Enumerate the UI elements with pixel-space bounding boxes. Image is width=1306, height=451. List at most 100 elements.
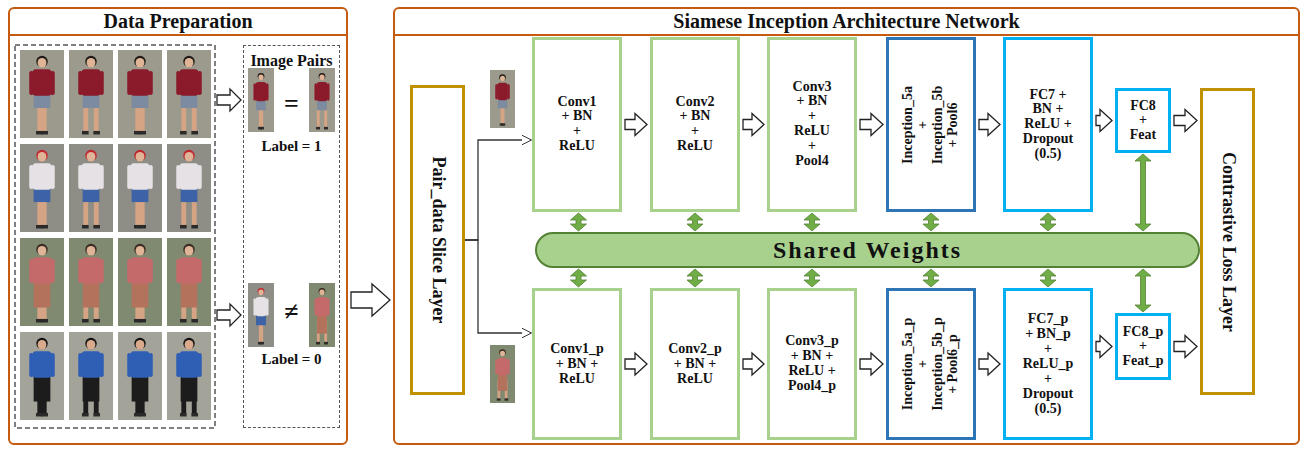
flow-arrow bbox=[979, 114, 1000, 136]
shoe bbox=[82, 319, 89, 323]
lower-garment bbox=[83, 281, 100, 307]
hair bbox=[134, 338, 145, 349]
pedestrian-photo bbox=[20, 144, 64, 232]
layer-label: Conv2 + BN + ReLU bbox=[676, 95, 715, 155]
torso bbox=[33, 351, 51, 377]
pedestrian-photo bbox=[248, 283, 274, 347]
shoe bbox=[260, 342, 264, 345]
shared-weight-arrow bbox=[687, 269, 703, 287]
shoe bbox=[324, 127, 328, 130]
split-arrow bbox=[465, 140, 531, 240]
pedestrian-photo bbox=[118, 332, 162, 420]
pedestrian-photo bbox=[69, 238, 113, 326]
pedestrian-photo bbox=[490, 70, 515, 128]
photo-background bbox=[118, 50, 162, 138]
torso bbox=[82, 163, 100, 189]
photo-background bbox=[167, 238, 211, 326]
hollow-arrow bbox=[217, 304, 241, 326]
shared-weight-arrow bbox=[1040, 213, 1056, 231]
layer-label: Conv2_p + BN + ReLU bbox=[668, 342, 722, 387]
face bbox=[500, 76, 505, 82]
pedestrian-photo bbox=[167, 50, 211, 138]
shoe bbox=[180, 319, 187, 323]
photo-background bbox=[248, 283, 274, 347]
torso bbox=[180, 163, 198, 189]
pedestrian-photo bbox=[309, 68, 335, 132]
shoe bbox=[260, 127, 264, 130]
shoe bbox=[324, 342, 328, 345]
shared-weight-arrow bbox=[1040, 269, 1056, 287]
hair bbox=[36, 338, 47, 349]
panel-frame: Siamese Inception Architecture NetworkPa… bbox=[393, 7, 1300, 445]
conv-box: Conv2_p + BN + ReLU bbox=[650, 288, 740, 440]
lower-garment bbox=[498, 373, 508, 390]
photo-background bbox=[69, 50, 113, 138]
shared-weight-arrow bbox=[923, 213, 939, 231]
hair bbox=[183, 56, 194, 67]
photo-background bbox=[167, 50, 211, 138]
face bbox=[38, 246, 47, 256]
pedestrian-images bbox=[15, 45, 515, 428]
shared-weight-arrow bbox=[571, 269, 587, 287]
hair bbox=[85, 244, 96, 255]
layer-label: Conv3_p + BN + ReLU + Pool4_p bbox=[785, 334, 839, 394]
pedestrian-photo bbox=[69, 332, 113, 420]
face bbox=[87, 340, 96, 350]
torso bbox=[131, 69, 149, 95]
face bbox=[136, 246, 145, 256]
layer-label: Conv3 + BN + ReLU + Pool4 bbox=[793, 80, 832, 170]
hair bbox=[36, 56, 47, 67]
hair bbox=[258, 73, 265, 80]
shoe bbox=[41, 225, 48, 229]
layer-label: Inception_5a_p + Inception_5b_p + Pool6_… bbox=[901, 317, 961, 410]
face bbox=[185, 246, 194, 256]
hair bbox=[85, 150, 96, 161]
face bbox=[136, 152, 145, 162]
shoe bbox=[139, 225, 146, 229]
photo-background bbox=[69, 332, 113, 420]
flow-arrow bbox=[625, 114, 647, 136]
torso bbox=[131, 351, 149, 377]
shoe bbox=[139, 413, 146, 417]
torso bbox=[180, 351, 198, 377]
shared-weight-arrow bbox=[571, 213, 587, 231]
photo-background bbox=[69, 144, 113, 232]
torso bbox=[180, 69, 198, 95]
hair bbox=[85, 56, 96, 67]
flow-arrow bbox=[1174, 110, 1197, 132]
hollow-arrow bbox=[217, 89, 241, 111]
face bbox=[87, 152, 96, 162]
flow-arrow bbox=[860, 353, 883, 375]
lower-garment bbox=[317, 314, 327, 333]
fc-box: FC7 + BN + ReLU + Dropout (0.5) bbox=[1003, 37, 1093, 212]
shoe bbox=[497, 398, 501, 400]
photo-background bbox=[309, 283, 335, 347]
pedestrian-photo bbox=[20, 238, 64, 326]
torso bbox=[131, 257, 149, 283]
torso bbox=[256, 82, 267, 101]
torso bbox=[33, 163, 51, 189]
pedestrian-photo bbox=[69, 50, 113, 138]
layer-label: FC7_p + BN_p + ReLU_p + Dropout (0.5) bbox=[1023, 312, 1074, 417]
inception-box: Inception_5a_p + Inception_5b_p + Pool6_… bbox=[886, 288, 976, 440]
hair bbox=[258, 288, 265, 295]
lower-garment bbox=[34, 375, 51, 401]
pedestrian-photo bbox=[167, 144, 211, 232]
shared-weight-arrow bbox=[1135, 154, 1151, 231]
shoe bbox=[191, 131, 198, 135]
layer-label: Inception_5a + Inception_5b + Pool6 bbox=[901, 85, 961, 164]
shoe bbox=[139, 319, 146, 323]
torso bbox=[82, 257, 100, 283]
hair bbox=[319, 288, 326, 295]
shoe bbox=[93, 225, 100, 229]
face bbox=[38, 152, 47, 162]
photo-background bbox=[309, 68, 335, 132]
torso bbox=[497, 83, 508, 100]
relation-symbol: ≠ bbox=[244, 298, 339, 327]
torso bbox=[317, 297, 328, 316]
flow-arrow bbox=[351, 284, 390, 316]
layer-label: FC8 + Feat bbox=[1130, 98, 1156, 143]
photo-background bbox=[490, 345, 515, 403]
